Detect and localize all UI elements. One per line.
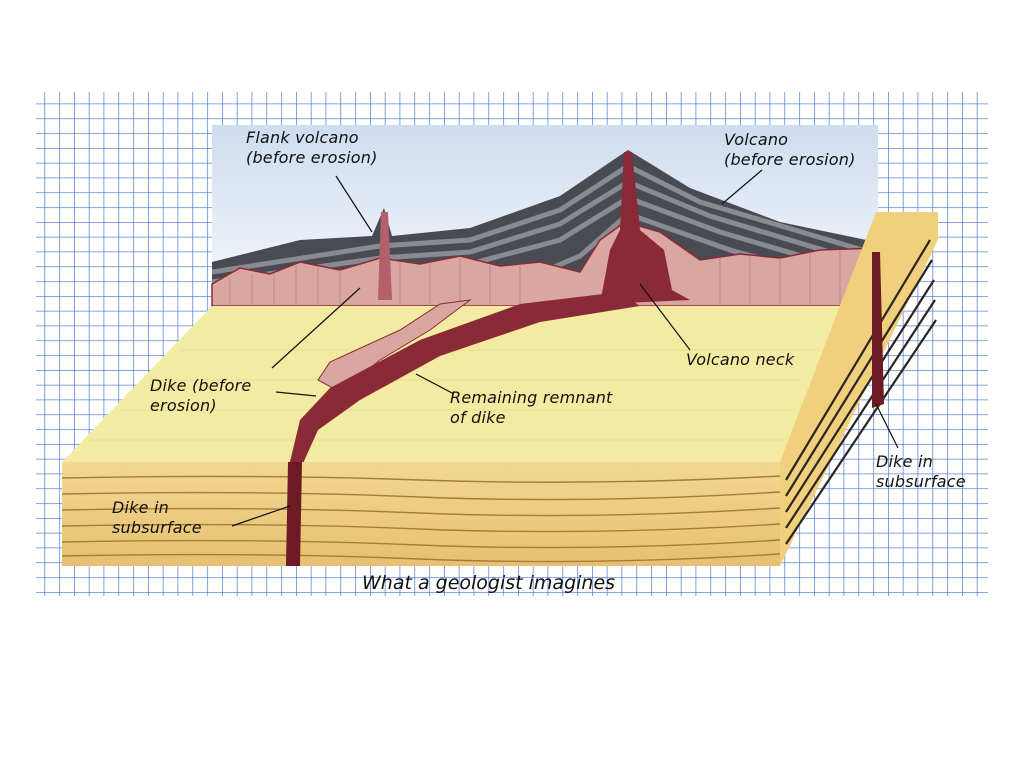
dike-remnant <box>288 292 640 470</box>
side-strata-lines <box>785 239 937 545</box>
label-remaining-remnant: Remaining remnant of dike <box>450 388 613 427</box>
flank-volcano-conduit <box>378 212 392 300</box>
subsurface-dike-left <box>286 462 302 566</box>
side-dike <box>872 252 884 408</box>
surface-grid <box>90 349 820 441</box>
strata-lines <box>61 475 781 563</box>
label-volcano: Volcano (before erosion) <box>724 130 856 169</box>
leader-lines <box>231 169 899 527</box>
label-dike-subsurface-right: Dike in subsurface <box>876 452 966 491</box>
label-dike-before-erosion: Dike (before erosion) <box>150 376 252 415</box>
eroded-rock-layer <box>211 221 877 307</box>
label-volcano-neck: Volcano neck <box>686 350 795 369</box>
rock-texture <box>229 250 841 304</box>
label-dike-subsurface-left: Dike in subsurface <box>112 498 202 537</box>
volcano-neck <box>600 152 690 304</box>
figure-caption: What a geologist imagines <box>362 572 616 594</box>
ground-surface <box>62 232 938 462</box>
label-flank-volcano: Flank volcano (before erosion) <box>246 128 378 167</box>
